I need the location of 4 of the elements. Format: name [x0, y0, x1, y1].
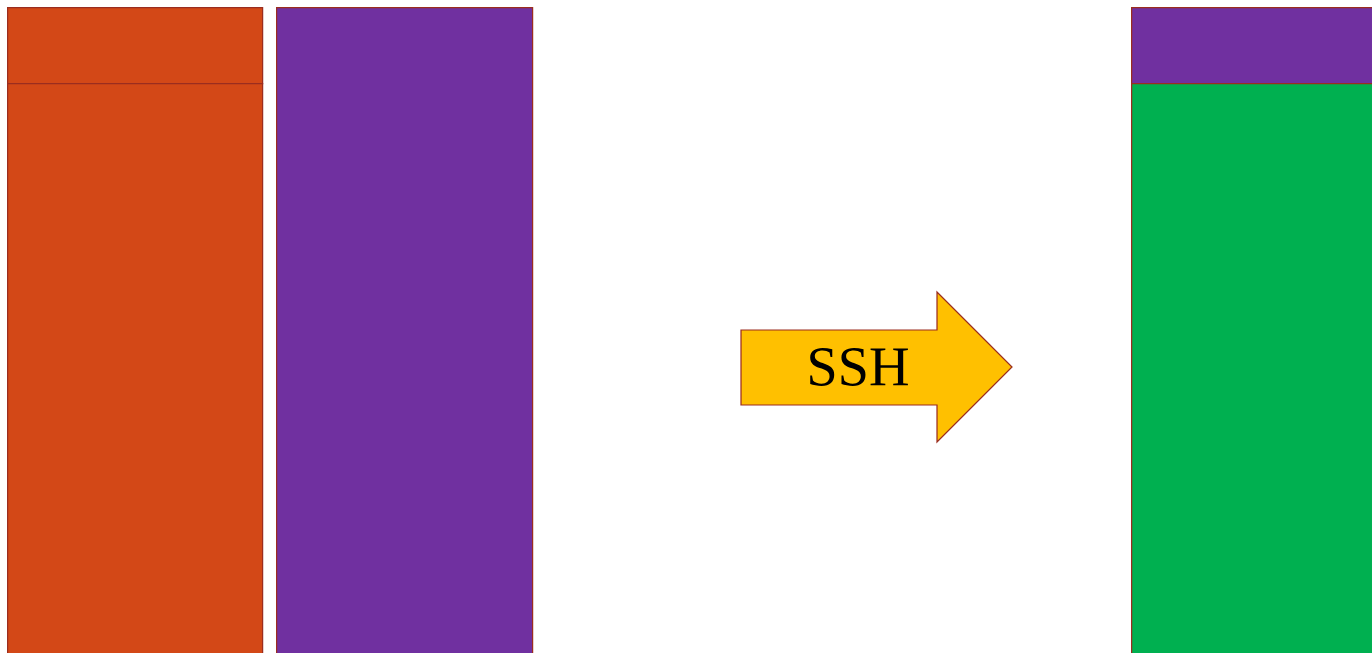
column-block [1131, 7, 1372, 85]
column-block [1131, 83, 1372, 653]
column-block [7, 7, 264, 85]
column-block [276, 7, 534, 653]
